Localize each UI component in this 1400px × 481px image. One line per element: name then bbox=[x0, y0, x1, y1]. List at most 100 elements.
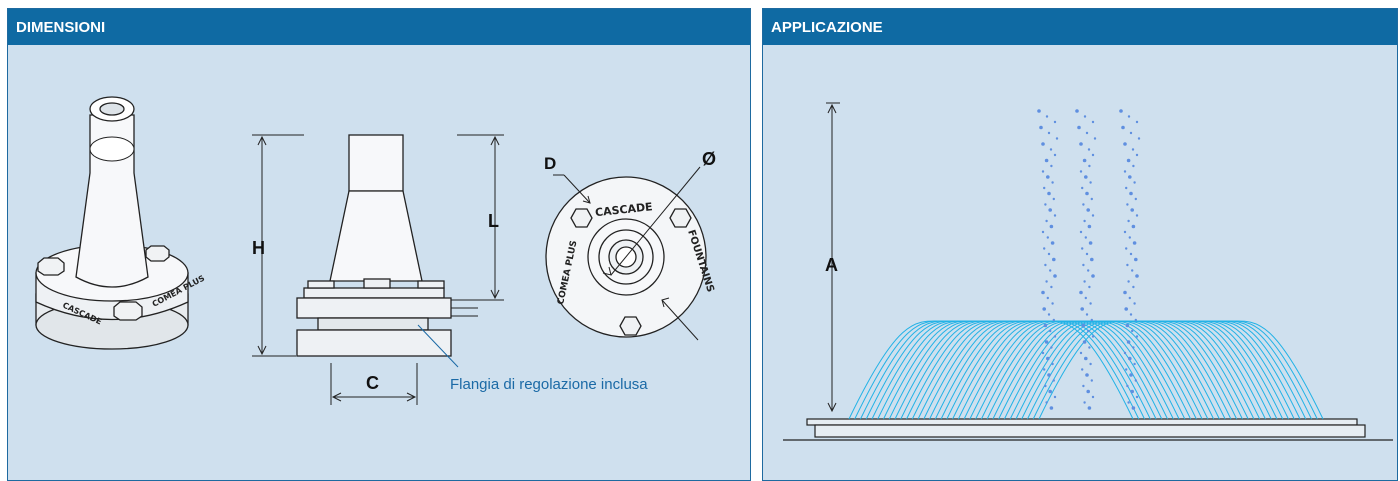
water-droplet bbox=[1083, 280, 1086, 283]
water-droplet bbox=[1079, 230, 1083, 234]
water-droplet bbox=[1084, 296, 1087, 300]
water-droplet bbox=[1053, 120, 1057, 124]
water-droplet bbox=[1045, 219, 1048, 223]
water-droplet bbox=[1132, 164, 1135, 168]
water-droplet bbox=[1081, 323, 1086, 328]
water-droplet bbox=[1127, 219, 1130, 223]
water-droplet bbox=[1088, 164, 1091, 168]
dimension-h-label: H bbox=[252, 238, 265, 258]
water-droplet bbox=[1135, 335, 1139, 338]
application-panel: APPLICAZIONE A bbox=[762, 8, 1398, 481]
water-jets bbox=[1037, 109, 1141, 410]
water-droplet bbox=[1086, 389, 1090, 394]
water-droplet bbox=[1089, 362, 1092, 366]
water-droplet bbox=[1041, 351, 1045, 355]
water-droplet bbox=[1047, 131, 1051, 135]
water-dome bbox=[848, 320, 1324, 420]
water-droplet bbox=[1051, 181, 1054, 184]
water-droplet bbox=[1046, 236, 1049, 239]
water-droplet bbox=[1090, 197, 1093, 201]
water-droplet bbox=[1083, 401, 1086, 404]
water-droplet bbox=[1043, 186, 1046, 190]
water-droplet bbox=[1131, 269, 1134, 272]
water-droplet bbox=[1125, 368, 1128, 371]
water-droplet bbox=[1046, 175, 1050, 179]
water-droplet bbox=[1135, 120, 1139, 124]
water-droplet bbox=[1041, 170, 1045, 173]
water-droplet bbox=[1051, 302, 1054, 305]
dimensions-drawing: CASCADE COMEA PLUS H bbox=[35, 96, 716, 405]
water-droplet bbox=[1053, 274, 1057, 278]
dimension-diameter-leader bbox=[602, 166, 701, 276]
water-droplet bbox=[1125, 247, 1128, 250]
water-droplet bbox=[1091, 274, 1095, 278]
water-droplet bbox=[1047, 373, 1051, 377]
water-droplet bbox=[1053, 335, 1057, 338]
water-droplet bbox=[1079, 170, 1083, 173]
water-droplet bbox=[1048, 208, 1052, 212]
water-droplet bbox=[1046, 356, 1050, 361]
water-droplet bbox=[1037, 109, 1041, 113]
water-droplet bbox=[1087, 269, 1090, 272]
water-droplet bbox=[1131, 406, 1136, 410]
nozzle-3d-view bbox=[35, 96, 189, 350]
water-droplet bbox=[1129, 373, 1133, 377]
water-droplet bbox=[1085, 191, 1089, 196]
dimension-d-leader bbox=[553, 174, 699, 341]
water-arc bbox=[1038, 320, 1324, 420]
water-droplet bbox=[1091, 120, 1095, 124]
water-droplet bbox=[1127, 280, 1130, 283]
application-panel-title: APPLICAZIONE bbox=[763, 9, 1397, 45]
water-droplet bbox=[1049, 406, 1054, 410]
water-droplet bbox=[1053, 214, 1057, 217]
water-droplet bbox=[1086, 208, 1090, 212]
water-droplet bbox=[1123, 351, 1127, 355]
water-droplet bbox=[1128, 296, 1131, 300]
dimension-d-label: D bbox=[544, 154, 556, 173]
water-droplet bbox=[1085, 131, 1089, 135]
water-droplet bbox=[1041, 142, 1045, 146]
water-droplet bbox=[1053, 395, 1057, 399]
water-droplet bbox=[1132, 285, 1135, 289]
water-droplet bbox=[1131, 224, 1136, 229]
water-droplet bbox=[1082, 263, 1085, 267]
water-droplet bbox=[1130, 389, 1134, 394]
dimension-diameter-label: Ø bbox=[702, 149, 716, 169]
water-droplet bbox=[1047, 191, 1051, 196]
callout-leader bbox=[417, 324, 459, 368]
water-droplet bbox=[1079, 351, 1083, 355]
dimension-l bbox=[451, 134, 504, 317]
application-drawing: A bbox=[783, 102, 1393, 441]
water-droplet bbox=[1050, 285, 1053, 289]
water-droplet bbox=[1129, 313, 1133, 316]
water-droplet bbox=[1044, 384, 1047, 388]
water-droplet bbox=[1137, 137, 1141, 140]
water-droplet bbox=[1080, 307, 1084, 311]
water-droplet bbox=[1049, 224, 1054, 229]
water-droplet bbox=[1126, 263, 1129, 267]
water-droplet bbox=[1088, 346, 1091, 349]
water-droplet bbox=[1126, 340, 1131, 344]
water-droplet bbox=[1079, 142, 1083, 146]
water-droplet bbox=[1082, 158, 1087, 163]
water-droplet bbox=[1082, 384, 1085, 388]
water-droplet bbox=[1130, 208, 1134, 212]
water-droplet bbox=[1093, 137, 1097, 140]
water-droplet bbox=[1131, 329, 1134, 333]
water-droplet bbox=[1133, 362, 1136, 366]
water-droplet bbox=[1091, 395, 1095, 399]
water-droplet bbox=[1043, 247, 1046, 250]
water-droplet bbox=[1045, 401, 1048, 404]
water-droplet bbox=[1134, 379, 1137, 382]
fountain-basin bbox=[783, 418, 1393, 441]
water-droplet bbox=[1052, 197, 1055, 201]
water-droplet bbox=[1045, 280, 1048, 283]
water-droplet bbox=[1127, 115, 1131, 118]
water-droplet bbox=[1128, 236, 1131, 239]
water-droplet bbox=[1082, 340, 1087, 344]
water-droplet bbox=[1121, 125, 1125, 130]
water-droplet bbox=[1051, 362, 1054, 366]
water-droplet bbox=[1082, 203, 1085, 206]
water-droplet bbox=[1044, 158, 1049, 163]
water-droplet bbox=[1128, 175, 1132, 179]
